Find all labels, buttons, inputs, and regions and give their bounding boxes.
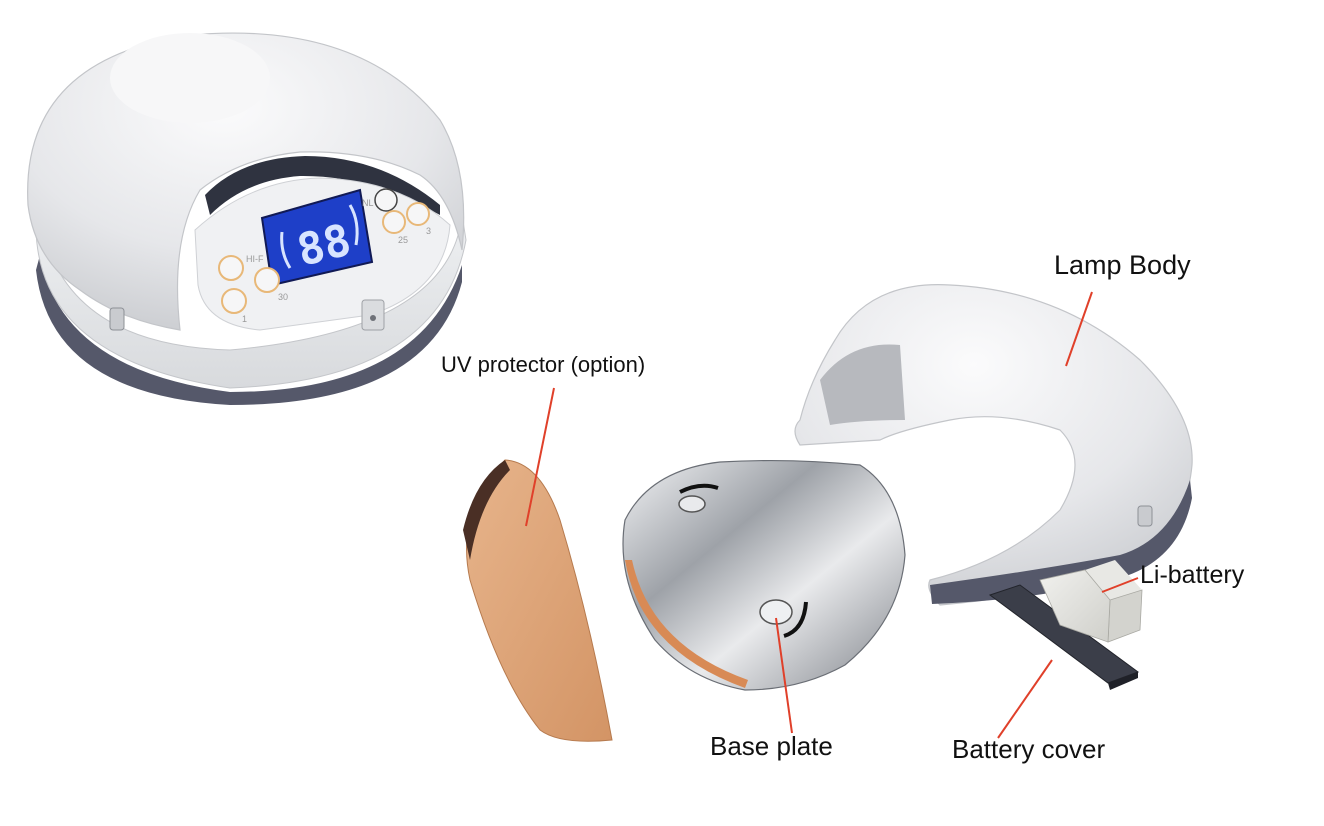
button-30-ring	[254, 267, 280, 293]
label-uv-protector: UV protector (option)	[441, 352, 646, 377]
leader-lamp-body	[1065, 291, 1093, 367]
base-plate-hole-top	[678, 495, 706, 513]
lamp-body-switch	[1137, 505, 1153, 527]
side-switch	[109, 307, 125, 331]
uv-protector-edge	[463, 460, 510, 560]
button-25-ring	[382, 210, 406, 234]
label-battery-cover: Battery cover	[952, 734, 1106, 764]
front-clip-hole	[370, 315, 376, 321]
button-30[interactable]: 30	[254, 267, 288, 302]
button-hf-label: HI-F	[246, 254, 264, 264]
leader-battery-cover	[997, 659, 1053, 739]
button-3-ring	[406, 202, 430, 226]
button-hf[interactable]: HI-F	[218, 254, 264, 281]
base-plate-slot-bottom	[783, 601, 808, 638]
base-plate-body	[622, 459, 906, 691]
button-nl[interactable]: NL	[362, 188, 398, 212]
button-1[interactable]: 1	[221, 288, 247, 324]
lamp-top-highlight	[110, 33, 270, 123]
label-base-plate: Base plate	[710, 731, 833, 761]
button-1-ring	[221, 288, 247, 314]
button-hf-ring	[218, 255, 244, 281]
battery-cover-part	[988, 584, 1140, 690]
li-battery-top	[1085, 560, 1142, 600]
assembled-lamp: 88 HI-F 30 1 NL 25 3	[27, 32, 467, 405]
leader-uv-protector	[525, 387, 555, 527]
button-3-label: 3	[426, 226, 431, 236]
button-25-label: 25	[398, 235, 408, 245]
button-nl-ring	[374, 188, 398, 212]
base-plate-part	[622, 459, 906, 691]
li-battery-side	[1039, 569, 1111, 643]
uv-protector-shield	[466, 459, 613, 742]
leader-li-battery	[1101, 577, 1139, 593]
button-1-label: 1	[242, 314, 247, 324]
lamp-body-inner	[820, 344, 905, 425]
button-3[interactable]: 3	[406, 202, 431, 236]
uv-protector-part	[463, 459, 613, 742]
label-lamp-body: Lamp Body	[1054, 250, 1191, 280]
battery-cover-edge	[1108, 672, 1138, 690]
leader-lines	[525, 291, 1139, 739]
leader-base-plate	[775, 617, 793, 734]
lcd-digits: 88	[292, 215, 356, 277]
base-plate-slot-top	[679, 483, 719, 494]
lamp-base	[35, 214, 467, 389]
label-li-battery: Li-battery	[1140, 561, 1245, 589]
li-battery-part	[1039, 560, 1143, 643]
button-30-label: 30	[278, 292, 288, 302]
button-25[interactable]: 25	[382, 210, 408, 245]
lcd-display: 88	[260, 188, 374, 287]
lamp-opening	[205, 156, 440, 215]
button-nl-label: NL	[362, 198, 374, 208]
